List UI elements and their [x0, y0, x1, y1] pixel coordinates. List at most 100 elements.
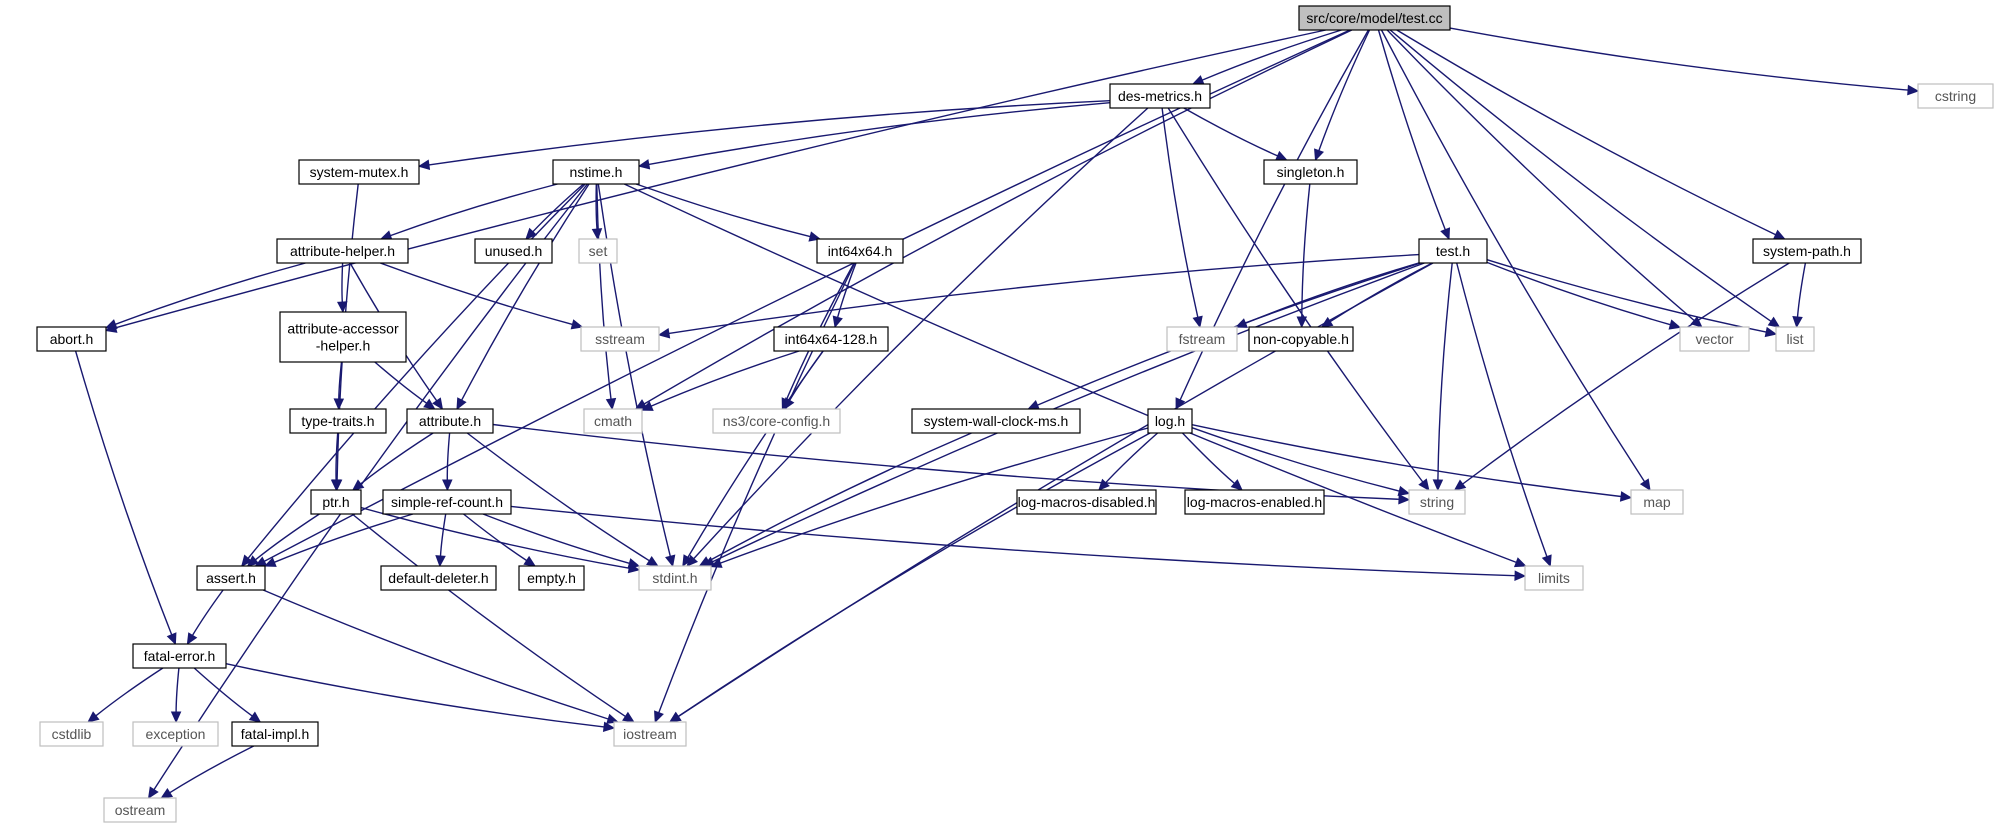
node-ostream: ostream: [103, 797, 177, 823]
node-box: [1147, 408, 1193, 434]
node-test-h[interactable]: test.h: [1418, 238, 1488, 264]
edge-line: [380, 262, 573, 326]
arrow-head-icon: [525, 227, 538, 240]
node-box: [231, 721, 319, 747]
node-box: [1184, 489, 1325, 515]
edge-nstime-to-unused: [525, 183, 584, 240]
edge-log-to-log_macros_enabled: [1181, 432, 1243, 491]
edge-line: [262, 589, 609, 720]
node-core-config: ns3/core-config.h: [712, 408, 841, 434]
edge-line: [461, 183, 590, 401]
edge-line: [1437, 262, 1453, 481]
edge-system_path-to-string: [1453, 262, 1790, 491]
edge-line: [1462, 262, 1790, 485]
arrow-head-icon: [602, 721, 616, 733]
node-singleton[interactable]: singleton.h: [1263, 159, 1358, 185]
arrow-head-icon: [646, 555, 659, 567]
edge-line: [439, 513, 447, 557]
node-cstdlib: cstdlib: [39, 721, 104, 747]
edge-line: [390, 183, 558, 237]
node-label: map: [1643, 494, 1670, 510]
node-non-copyable[interactable]: non-copyable.h: [1248, 326, 1354, 352]
node-system-mutex[interactable]: system-mutex.h: [298, 159, 420, 185]
node-abort[interactable]: abort.h: [36, 326, 107, 352]
arrow-head-icon: [668, 711, 682, 723]
arrow-head-icon: [523, 555, 537, 567]
node-label: unused.h: [485, 243, 543, 259]
edge-nstime-to-stdint: [597, 183, 676, 568]
edge-attribute_helper-to-sstream: [380, 262, 584, 330]
node-attribute-helper[interactable]: attribute-helper.h: [276, 238, 409, 264]
node-nstime[interactable]: nstime.h: [552, 159, 640, 185]
node-empty[interactable]: empty.h: [518, 565, 585, 591]
edge-system_wall_clock-to-stdint: [698, 432, 972, 567]
node-system-path[interactable]: system-path.h: [1752, 238, 1862, 264]
node-box: [1298, 5, 1451, 31]
edge-line: [532, 183, 584, 233]
node-ptr[interactable]: ptr.h: [310, 489, 362, 515]
edge-line: [596, 183, 612, 400]
node-box: [382, 489, 512, 515]
node-box: [518, 565, 585, 591]
node-log[interactable]: log.h: [1147, 408, 1193, 434]
arrow-head-icon: [605, 397, 617, 411]
arrow-head-icon: [241, 554, 253, 567]
node-fstream: fstream: [1166, 326, 1238, 352]
edge-test_cc-to-vector: [1386, 29, 1703, 328]
node-fatal-error[interactable]: fatal-error.h: [132, 643, 227, 669]
node-attribute-accessor-helper[interactable]: attribute-accessor-helper.h: [279, 311, 407, 363]
edge-line: [153, 183, 588, 790]
arrow-head-icon: [1619, 491, 1633, 502]
edge-line: [648, 102, 1111, 166]
node-label: attribute-accessor: [287, 321, 399, 337]
node-simple-ref-count[interactable]: simple-ref-count.h: [382, 489, 512, 515]
edge-line: [1456, 262, 1548, 557]
node-box: [1109, 83, 1211, 109]
arrow-head-icon: [1440, 227, 1451, 241]
node-box: [911, 408, 1081, 434]
edge-test_h-to-vector: [1486, 261, 1682, 330]
node-fatal-impl[interactable]: fatal-impl.h: [231, 721, 319, 747]
node-test-cc[interactable]: src/core/model/test.cc: [1298, 5, 1451, 31]
node-int64x64-128[interactable]: int64x64-128.h: [773, 326, 889, 352]
node-label: ostream: [115, 802, 166, 818]
node-system-wall-clock[interactable]: system-wall-clock-ms.h: [911, 408, 1081, 434]
node-type-traits[interactable]: type-traits.h: [289, 408, 387, 434]
edge-test_h-to-sstream: [657, 253, 1420, 339]
node-log-macros-disabled[interactable]: log-macros-disabled.h: [1016, 489, 1157, 515]
arrow-head-icon: [1639, 478, 1651, 492]
edge-line: [1191, 427, 1400, 492]
node-box: [816, 238, 904, 264]
arrow-head-icon: [1314, 148, 1324, 162]
node-box: [1630, 489, 1684, 515]
node-log-macros-enabled[interactable]: log-macros-enabled.h: [1184, 489, 1325, 515]
node-label: cstdlib: [52, 726, 92, 742]
edge-line: [175, 667, 180, 713]
edge-line: [247, 183, 586, 559]
node-box: [132, 643, 227, 669]
node-label: list: [1786, 331, 1803, 347]
arrow-head-icon: [87, 711, 100, 723]
node-attribute[interactable]: attribute.h: [406, 408, 494, 434]
edge-line: [169, 745, 255, 794]
node-label: ns3/core-config.h: [723, 413, 830, 429]
node-iostream: iostream: [613, 721, 687, 747]
node-des-metrics[interactable]: des-metrics.h: [1109, 83, 1211, 109]
node-assert[interactable]: assert.h: [196, 565, 266, 591]
arrow-head-icon: [783, 397, 795, 411]
arrow-head-icon: [246, 555, 260, 567]
node-box: [552, 159, 640, 185]
arrow-head-icon: [147, 786, 159, 800]
edge-simple_ref_count-to-stdint: [482, 513, 641, 569]
node-default-deleter[interactable]: default-deleter.h: [380, 565, 497, 591]
edge-line: [360, 432, 434, 485]
arrow-head-icon: [832, 315, 843, 329]
node-label: attribute-helper.h: [290, 243, 395, 259]
arrow-head-icon: [1514, 570, 1527, 581]
edge-line: [668, 253, 1420, 335]
node-label: int64x64.h: [828, 243, 893, 259]
arrow-head-icon: [442, 479, 453, 492]
node-int64x64[interactable]: int64x64.h: [816, 238, 904, 264]
edge-line: [720, 427, 1149, 564]
node-unused[interactable]: unused.h: [474, 238, 553, 264]
